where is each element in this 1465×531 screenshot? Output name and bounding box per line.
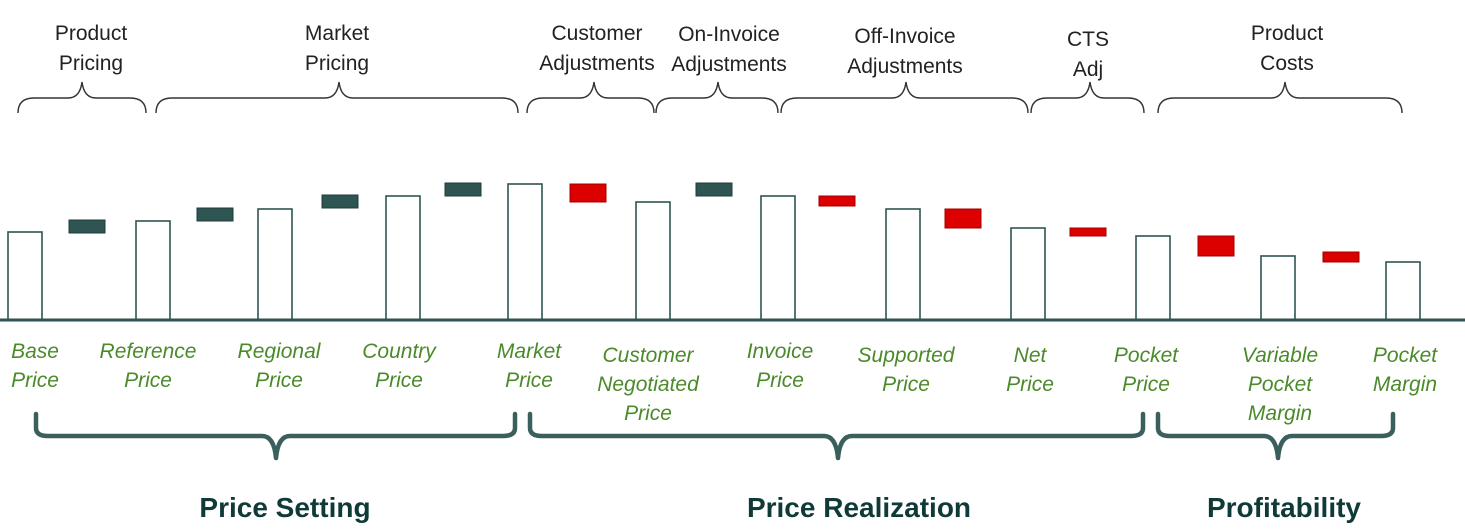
bar-market-price [507, 183, 543, 321]
bar-regional-price [257, 208, 293, 321]
decrease-adjustment-9 [1069, 227, 1107, 237]
brace-off-invoice-adjustments [780, 81, 1029, 114]
section-labels: Price Setting Price Realization Profitabil… [199, 492, 1361, 523]
increase-adjustment-2 [196, 207, 234, 222]
decrease-adjustment-7 [818, 195, 856, 207]
section-label-price-realization: Price Realization [747, 492, 971, 523]
decrease-adjustment-11 [1322, 251, 1360, 263]
brace-profitability [1155, 411, 1396, 461]
bar-supported-price [885, 208, 921, 321]
decrease-adjustment-10 [1197, 235, 1235, 257]
bar-customer-negotiated-price [635, 201, 671, 321]
brace-customer-adjustments [526, 81, 655, 114]
bar-pocket-margin [1385, 261, 1421, 321]
brace-product-pricing [17, 81, 147, 114]
bar-net-price [1010, 227, 1046, 321]
bar-invoice-price [760, 195, 796, 321]
increase-adjustment-1 [68, 219, 106, 234]
increase-adjustment-4 [444, 182, 482, 197]
waterfall-bars [7, 182, 1421, 321]
section-label-profitability: Profitability [1207, 492, 1361, 523]
bar-reference-price [135, 220, 171, 321]
increase-adjustment-6 [695, 182, 733, 197]
decrease-adjustment-5 [569, 183, 607, 203]
section-label-price-setting: Price Setting [199, 492, 370, 523]
bar-country-price [385, 195, 421, 321]
brace-market-pricing [155, 81, 519, 114]
increase-adjustment-3 [321, 194, 359, 209]
top-group-braces [17, 81, 1403, 114]
brace-product-costs [1157, 81, 1403, 114]
decrease-adjustment-8 [944, 208, 982, 229]
bar-pocket-price [1135, 235, 1171, 321]
bar-base-price [7, 231, 43, 321]
brace-on-invoice-adjustments [655, 81, 779, 114]
brace-price-realization [527, 411, 1146, 461]
brace-cts-adj [1030, 81, 1145, 114]
section-braces [33, 411, 1396, 461]
brace-price-setting [33, 411, 518, 461]
bar-variable-pocket-margin [1260, 255, 1296, 321]
